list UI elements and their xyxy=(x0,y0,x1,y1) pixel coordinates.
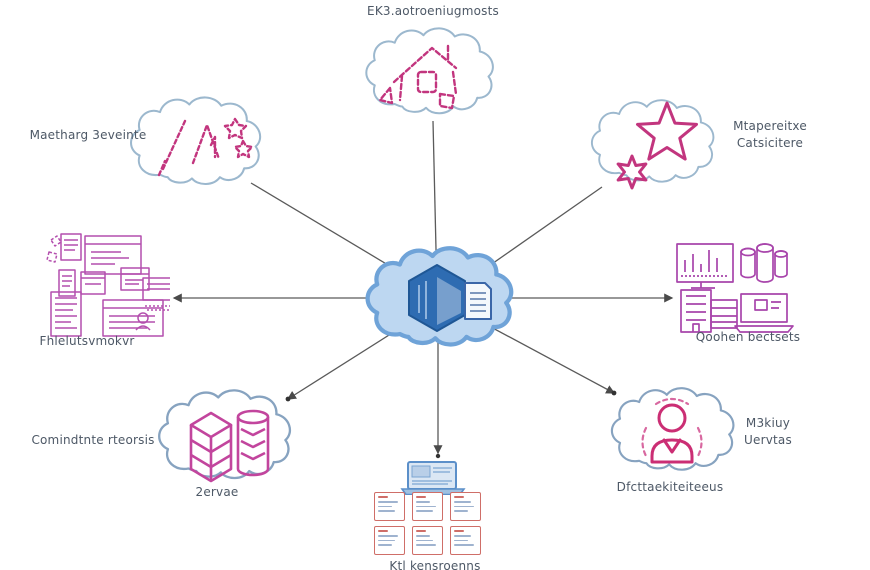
label-upper-left: Maetharg 3eveinte xyxy=(29,128,147,142)
stars-icon xyxy=(616,101,698,190)
label-lower-right-sub: Dfcttaekiteiteeus xyxy=(616,480,724,494)
label-top: EK3.aotroeniugmosts xyxy=(367,4,499,18)
wireframe-card xyxy=(374,526,405,555)
cylinders-icon xyxy=(740,243,788,283)
laptop-small-icon xyxy=(734,293,794,333)
label-bottom: Ktl kensroenns xyxy=(389,559,481,570)
wireframe-screens-icon xyxy=(46,233,170,337)
wireframe-card xyxy=(450,526,481,555)
wireframe-card xyxy=(412,526,443,555)
node-lower-left xyxy=(155,385,297,490)
label-lower-left: Comindtnte rteorsis xyxy=(31,433,155,447)
node-lower-right xyxy=(608,380,740,484)
pencil-sketch-icon xyxy=(157,117,254,177)
label-lower-right: M3kiuy Uervtas xyxy=(726,415,810,450)
cube-icon xyxy=(408,264,466,332)
laptop-icon xyxy=(400,461,466,495)
wireframe-card xyxy=(412,492,443,521)
label-mid-left: Fhlelutsvmokvr xyxy=(39,334,135,348)
label-lower-right-line2: Uervtas xyxy=(744,433,792,448)
wireframe-card xyxy=(450,492,481,521)
user-icon xyxy=(641,397,703,464)
devices-cluster-icon xyxy=(676,243,794,333)
server-icon xyxy=(710,299,738,329)
node-top xyxy=(356,24,506,124)
cube-face-highlight xyxy=(437,277,461,325)
label-upper-right-line1: Mtapereitxe xyxy=(733,119,807,133)
label-mid-right: Qoohen bectsets xyxy=(695,330,801,344)
connector-dot-lower-left xyxy=(285,396,291,402)
document-icon xyxy=(464,282,492,320)
house-sketch-icon xyxy=(378,44,458,110)
label-lower-left-sub: 2ervae xyxy=(195,485,239,499)
cards-grid-icon xyxy=(374,492,481,555)
node-upper-right xyxy=(588,90,720,198)
label-lower-right-line1: M3kiuy xyxy=(745,416,791,430)
connector-dot-bottom xyxy=(435,453,441,459)
connector-dot-lower-right xyxy=(611,390,617,396)
label-upper-right: Mtapereitxe Catsicitere xyxy=(718,118,822,153)
building-icon xyxy=(680,289,712,333)
hub-cloud-node xyxy=(363,237,519,363)
small-star-icon xyxy=(616,154,648,190)
cube-and-document-icon xyxy=(408,264,492,332)
wireframe-card xyxy=(374,492,405,521)
large-star-icon xyxy=(636,101,698,161)
node-upper-left xyxy=(123,93,271,195)
database-stack-icon xyxy=(189,409,270,483)
label-upper-right-line2: Catsicitere xyxy=(736,136,804,151)
